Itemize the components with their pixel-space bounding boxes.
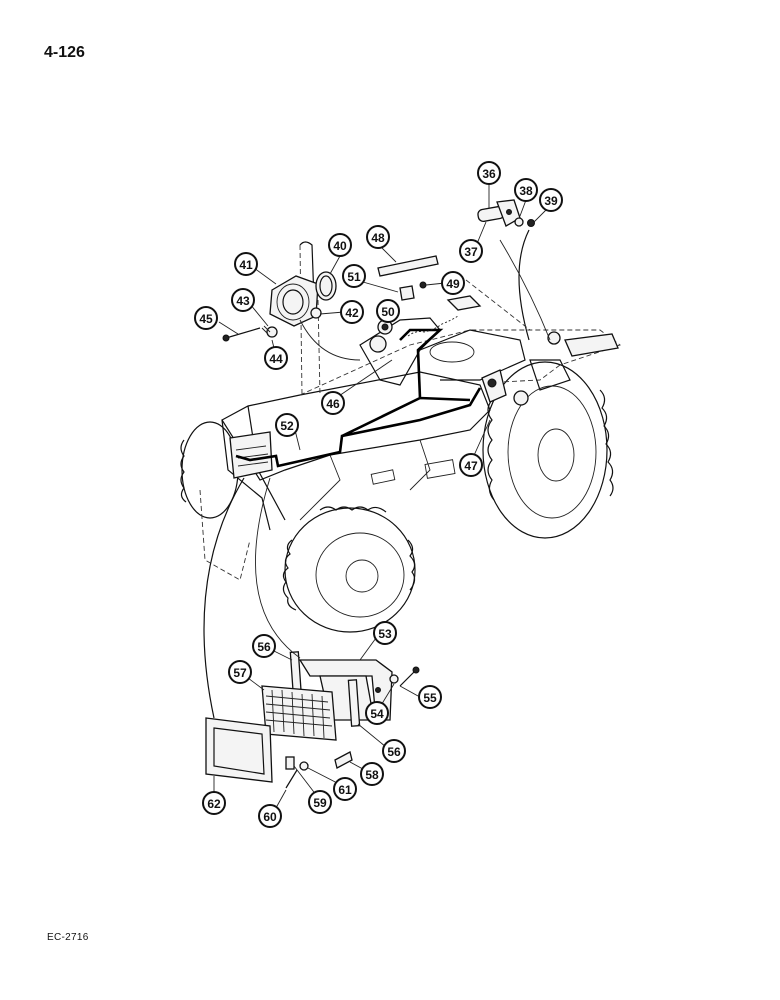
- callout-55: 55: [418, 685, 442, 709]
- callout-57: 57: [228, 660, 252, 684]
- callout-47: 47: [459, 453, 483, 477]
- svg-text:48: 48: [371, 231, 385, 245]
- svg-text:43: 43: [236, 294, 250, 308]
- svg-text:41: 41: [239, 258, 253, 272]
- svg-text:49: 49: [446, 277, 460, 291]
- svg-text:50: 50: [381, 305, 395, 319]
- svg-text:36: 36: [482, 167, 496, 181]
- callout-62: 62: [202, 791, 226, 815]
- callout-49: 49: [441, 271, 465, 295]
- callout-41: 41: [234, 252, 258, 276]
- callout-56-bottom: 56: [382, 739, 406, 763]
- callout-44: 44: [264, 346, 288, 370]
- svg-text:61: 61: [338, 783, 352, 797]
- svg-text:56: 56: [387, 745, 401, 759]
- front-wheel-right: [282, 506, 416, 633]
- svg-text:56: 56: [257, 640, 271, 654]
- svg-text:42: 42: [345, 306, 359, 320]
- svg-text:59: 59: [313, 796, 327, 810]
- callout-52: 52: [275, 413, 299, 437]
- svg-text:45: 45: [199, 312, 213, 326]
- tractor-hood: [199, 241, 621, 581]
- tractor-illustration: [180, 241, 621, 633]
- svg-text:51: 51: [347, 270, 361, 284]
- callout-42: 42: [340, 300, 364, 324]
- svg-text:54: 54: [370, 707, 384, 721]
- svg-text:44: 44: [269, 352, 283, 366]
- rear-wheel-right: [482, 361, 614, 539]
- callouts: 36 37 38 39 40 41 48 51 49 43 42 50 45 4…: [194, 161, 563, 828]
- svg-text:62: 62: [207, 797, 221, 811]
- cab-frame: [359, 295, 619, 406]
- callout-59: 59: [308, 790, 332, 814]
- callout-48: 48: [366, 225, 390, 249]
- upper-parts: [222, 199, 551, 361]
- svg-text:47: 47: [464, 459, 478, 473]
- svg-text:46: 46: [326, 397, 340, 411]
- callout-56-top: 56: [252, 634, 276, 658]
- svg-text:60: 60: [263, 810, 277, 824]
- svg-text:38: 38: [519, 184, 533, 198]
- callout-38: 38: [514, 178, 538, 202]
- callout-39: 39: [539, 188, 563, 212]
- wiring-harness: [235, 328, 482, 468]
- callout-37: 37: [459, 239, 483, 263]
- document-code: EC-2716: [47, 932, 89, 943]
- callout-51: 51: [342, 264, 366, 288]
- callout-61: 61: [333, 777, 357, 801]
- svg-text:52: 52: [280, 419, 294, 433]
- svg-text:39: 39: [544, 194, 558, 208]
- callout-50: 50: [376, 299, 400, 323]
- callout-53: 53: [373, 621, 397, 645]
- svg-text:40: 40: [333, 239, 347, 253]
- page-number: 4-126: [44, 44, 85, 61]
- callout-43: 43: [231, 288, 255, 312]
- callout-40: 40: [328, 233, 352, 257]
- svg-text:58: 58: [365, 768, 379, 782]
- callout-46: 46: [321, 391, 345, 415]
- svg-text:57: 57: [233, 666, 247, 680]
- svg-text:55: 55: [423, 691, 437, 705]
- svg-text:37: 37: [464, 245, 478, 259]
- callout-36: 36: [477, 161, 501, 185]
- callout-58: 58: [360, 762, 384, 786]
- callout-45: 45: [194, 306, 218, 330]
- callout-54: 54: [365, 701, 389, 725]
- svg-text:53: 53: [378, 627, 392, 641]
- callout-60: 60: [258, 804, 282, 828]
- front-wheel-left: [180, 421, 239, 519]
